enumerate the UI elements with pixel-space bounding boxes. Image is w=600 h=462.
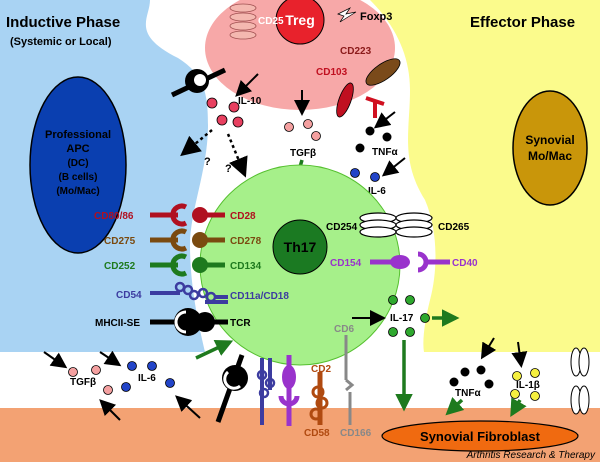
question-mark-1: ? [204,156,211,168]
cd54-label: CD54 [116,290,142,301]
cd154-cd40-receptor-pair [370,251,450,273]
tcr-bottom-receptor-icon [215,354,248,423]
apc-treg-receptor-icon [170,67,227,98]
cd252-label: CD252 [104,261,136,272]
inductive-phase-title: Inductive Phase [6,14,120,31]
mhcii-se-label: MHCII-SE [95,318,140,329]
tgfb-top-label: TGFβ [290,148,316,159]
cd103-label: CD103 [316,67,348,78]
apc-label-line-2: APC [66,143,89,155]
journal-credit: Arthritis Research & Therapy [466,450,596,461]
apc-label-line-5: (Mo/Mac) [56,186,99,197]
treg-label: Treg [285,12,315,28]
cd11a-bottom-receptor-icon [256,358,276,425]
cd154-label: CD154 [330,258,362,269]
tgfb-bottom-dots [68,365,113,395]
professional-apc-cell [29,76,127,254]
cd11a-cd18-label: CD11a/CD18 [230,291,289,302]
cd166-label: CD166 [340,428,372,439]
cd6-cd166-receptor-icon [344,335,355,425]
synovial-mo-mac-cell [512,90,588,206]
foxp3-label: Foxp3 [360,11,392,23]
cd2-cd58-receptor-icon [309,372,329,425]
cd103-receptor-icon [336,82,354,118]
synovial-mo-label-line-1: Synovial [525,133,574,147]
il1b-dots [510,368,540,401]
cd223-receptor-icon [365,58,401,86]
apc-label-line-4: (B cells) [59,172,98,183]
cd154-bottom-receptor-icon [278,355,300,426]
cd275-label: CD275 [104,236,136,247]
tcr-label: TCR [230,318,251,329]
mhcii-tcr-receptor-pair [150,308,228,336]
synovial-fibroblast-cell [381,420,579,452]
cd254-cd265-receptor-pair [359,212,433,238]
il1b-label: IL-1β [516,380,540,391]
question-mark-2: ? [225,163,232,175]
cd40-label: CD40 [452,258,478,269]
treg-nucleus [275,0,325,45]
cd275-cd278-receptor-pair [150,228,225,252]
il10-to-th17-dotted-arrow [226,133,248,178]
cd2-label: CD2 [311,364,331,375]
cd80-86-label: CD80/86 [94,211,134,222]
th17-label: Th17 [284,239,317,255]
synovial-mo-label-line-2: Mo/Mac [528,149,572,163]
tnfa-bottom-label: TNFα [455,388,481,399]
il10-label: IL-10 [238,96,262,107]
cd278-label: CD278 [230,236,262,247]
tnfa-bottom-dots [449,365,494,389]
cd58-label: CD58 [304,428,330,439]
il10-dots [206,97,244,128]
cd252-cd134-receptor-pair [150,253,225,277]
effector-phase-title: Effector Phase [470,14,575,31]
il6-bottom-label: IL-6 [138,373,156,384]
cd80-cd28-receptor-pair [150,203,225,227]
fibroblast-receptor-icon [570,347,590,415]
tgfb-bottom-label: TGFβ [70,377,96,388]
cd223-label: CD223 [340,46,372,57]
cd28-label: CD28 [230,211,256,222]
cd54-cd11a-receptor-pair [150,281,228,304]
cd6-label: CD6 [334,324,354,335]
cd254-label: CD254 [326,222,358,233]
inductive-phase-subtitle: (Systemic or Local) [10,36,112,48]
apc-label-line-3: (DC) [67,158,88,169]
tnfa-top-label: TNFα [372,147,398,158]
il17-label: IL-17 [390,313,414,324]
th17-nucleus [272,219,328,275]
cd134-label: CD134 [230,261,262,272]
il10-to-apc-dotted-arrow [180,129,213,157]
cd25-receptor-icon [229,3,257,40]
il17-dots [388,295,430,337]
tgfb-top-dots [284,119,321,141]
il6-bottom-dots [121,361,175,392]
synovial-fibroblast-label: Synovial Fibroblast [420,429,541,444]
lightning-icon [337,7,357,23]
cd265-label: CD265 [438,222,470,233]
apc-label-line-1: Professional [45,129,111,141]
tnfa-top-dots [355,126,392,153]
cd25-label: CD25 [258,16,284,27]
il6-top-label: IL-6 [368,186,386,197]
effector-region [370,0,600,352]
